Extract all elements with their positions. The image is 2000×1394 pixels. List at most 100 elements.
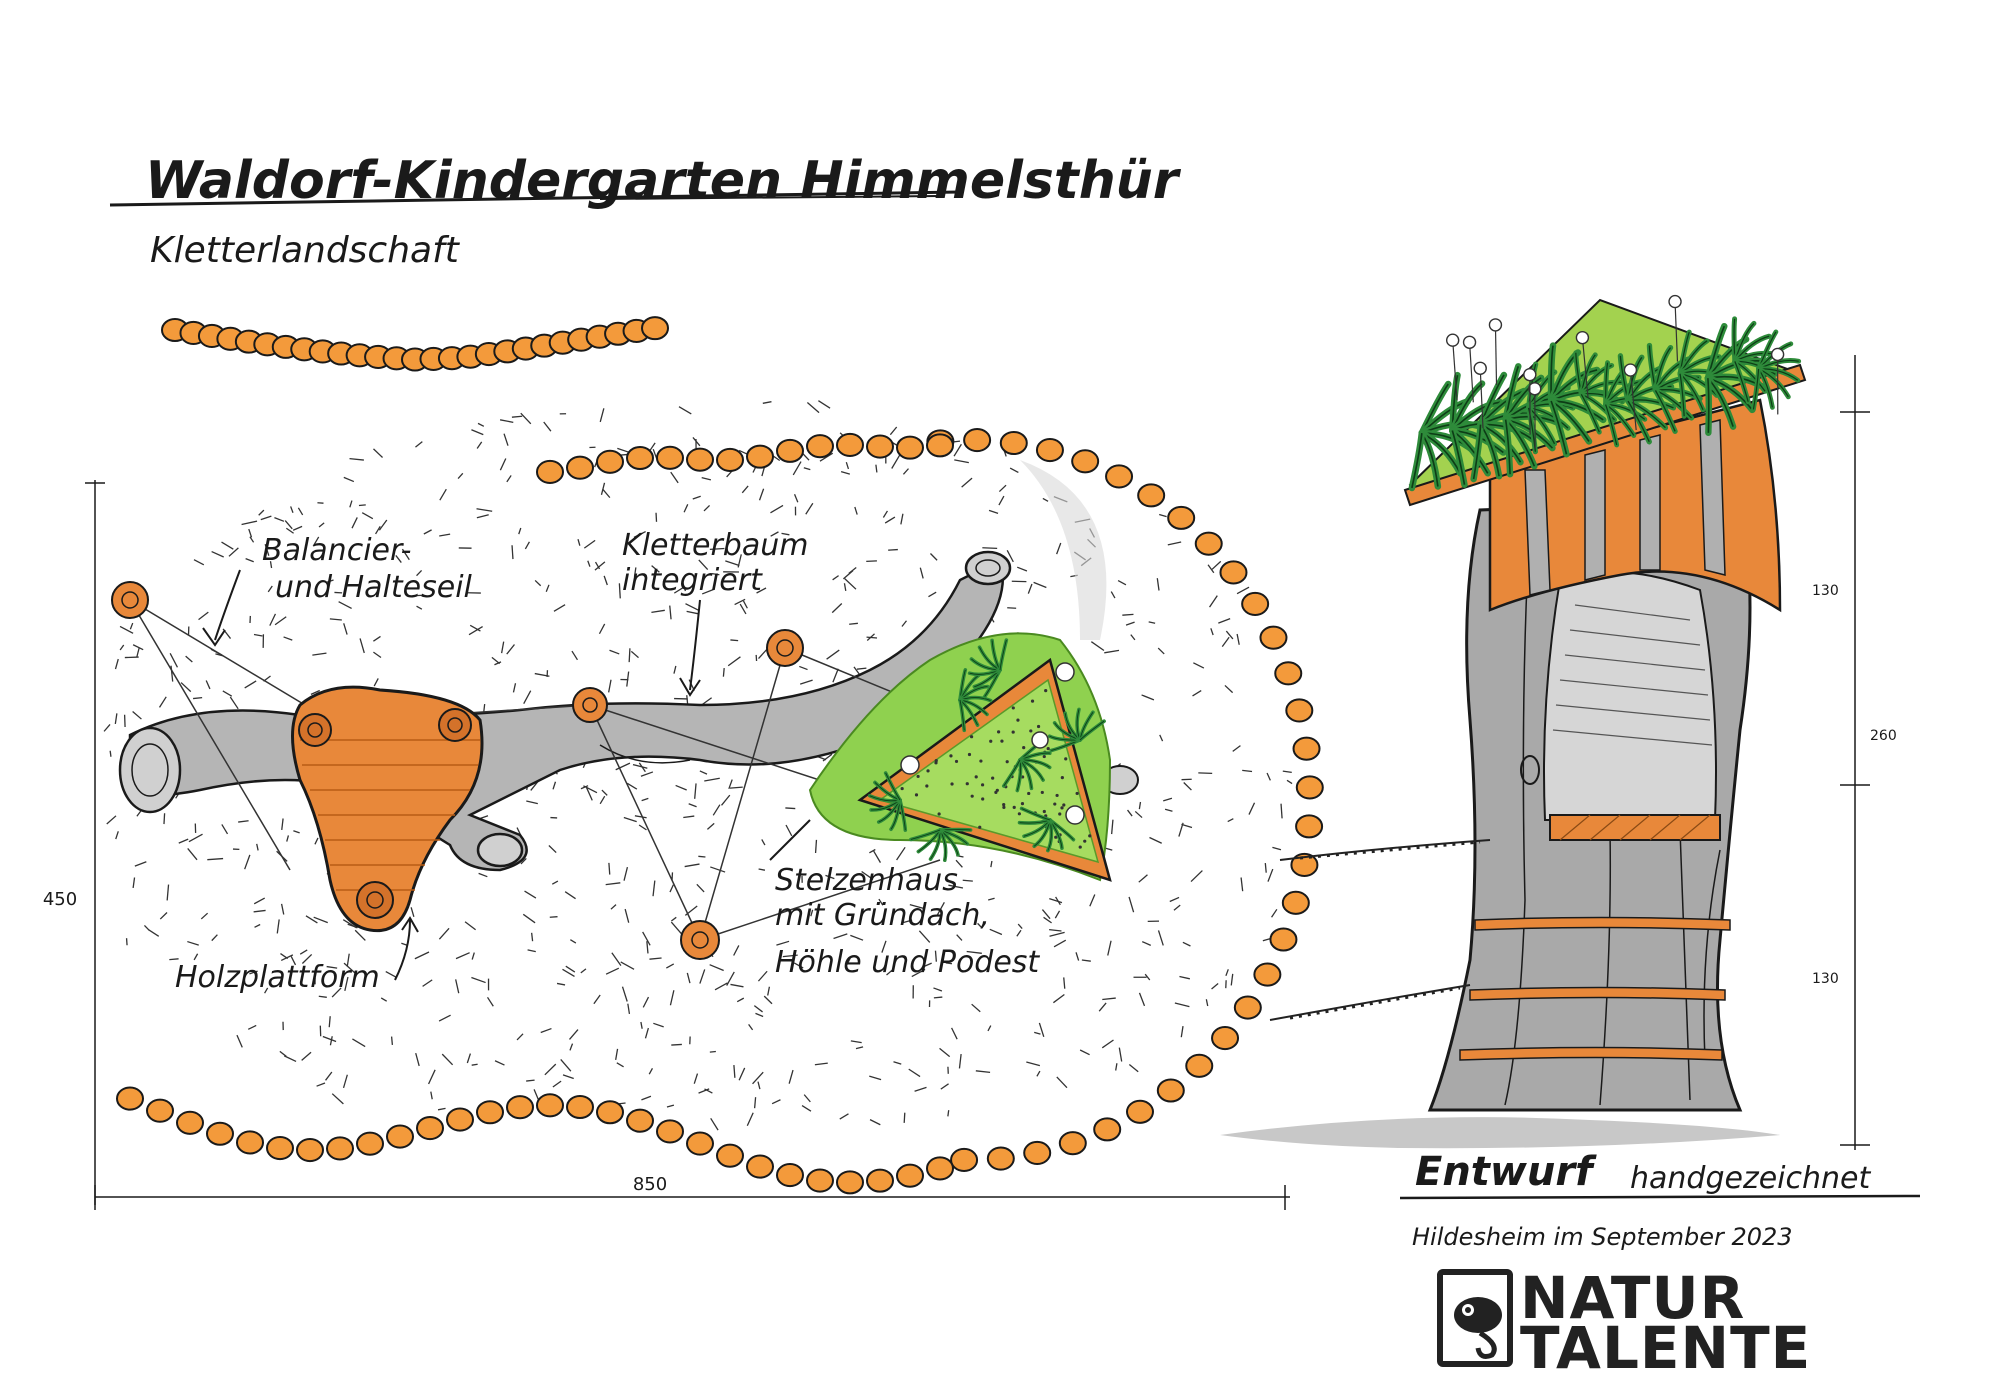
log-bead xyxy=(806,434,834,459)
title-underline xyxy=(109,190,961,207)
anchor-post xyxy=(572,687,608,723)
log-bead xyxy=(116,1086,144,1111)
elevation-upper-dimension: 130 xyxy=(1812,583,1839,599)
title-block: Entwurf handgezeichnet Hildesheim im Sep… xyxy=(1399,1149,1921,1382)
platform-label: Holzplattform xyxy=(175,960,380,995)
log-bead xyxy=(926,433,954,458)
width-dimension: 850 xyxy=(633,1174,667,1195)
anchor-post xyxy=(766,629,804,667)
log-bead xyxy=(566,1094,594,1120)
log-bead xyxy=(626,445,654,471)
log-bead xyxy=(986,1146,1015,1171)
rope-label-line2: und Halteseil xyxy=(275,570,473,605)
place-date: Hildesheim im September 2023 xyxy=(1412,1223,1793,1251)
log-bead xyxy=(836,432,864,458)
log-bead xyxy=(476,1100,504,1125)
log-bead xyxy=(926,1156,954,1181)
anchor-post xyxy=(111,581,149,619)
log-bead xyxy=(1023,1140,1052,1165)
log-bead xyxy=(776,1163,804,1188)
natur-talente-logo: NATUR TALENTE xyxy=(1437,1264,1811,1382)
green-roof xyxy=(1403,294,1807,507)
log-bead xyxy=(386,1124,414,1149)
log-bead xyxy=(1295,814,1324,839)
log-bead xyxy=(656,445,684,470)
log-bead xyxy=(716,1143,744,1168)
log-bead xyxy=(596,1100,624,1125)
log-bead xyxy=(1269,927,1298,952)
log-bead xyxy=(1281,890,1310,915)
log-bead xyxy=(506,1095,534,1120)
log-bead xyxy=(1253,962,1282,987)
stilt-house-label-line1: Stelzenhaus xyxy=(775,863,958,898)
elevation-total-dimension: 260 xyxy=(1870,728,1897,744)
log-bead xyxy=(356,1131,384,1156)
log-bead xyxy=(716,447,744,473)
log-bead xyxy=(1211,1026,1240,1051)
log-bead xyxy=(596,449,624,474)
log-bead xyxy=(1058,1131,1087,1156)
log-bead xyxy=(1274,661,1303,686)
log-bead xyxy=(1290,852,1319,878)
log-bead xyxy=(1219,560,1248,585)
log-bead xyxy=(146,1098,174,1123)
log-bead xyxy=(999,430,1028,456)
log-bead xyxy=(866,434,894,459)
elevation-dimensions xyxy=(1840,355,1870,1150)
log-bead xyxy=(536,459,564,485)
log-bead xyxy=(656,1119,684,1144)
stilt-house-trunk xyxy=(1427,398,1782,1112)
log-bead xyxy=(866,1168,894,1193)
elevation-view: 130 260 130 xyxy=(1220,294,1897,1150)
ground-shadow xyxy=(1220,1117,1780,1149)
log-border-oval xyxy=(116,428,1324,1195)
log-bead xyxy=(1035,438,1064,463)
entwurf-underline xyxy=(1399,1194,1921,1200)
log-bead xyxy=(236,1130,264,1155)
rope-anchors xyxy=(111,581,804,960)
log-bead xyxy=(416,1116,444,1141)
log-bead xyxy=(1137,483,1166,508)
log-bead xyxy=(950,1147,979,1172)
log-bead xyxy=(296,1137,324,1163)
log-bead xyxy=(266,1135,294,1161)
plan-dimensions xyxy=(85,480,1290,1210)
log-bead xyxy=(1185,1053,1214,1078)
log-bead xyxy=(896,435,924,460)
entwurf-label: Entwurf xyxy=(1415,1149,1597,1195)
log-bead xyxy=(896,1163,924,1188)
logo-line-2: TALENTE xyxy=(1520,1314,1811,1382)
title-underline-2 xyxy=(599,195,941,200)
log-bead xyxy=(1295,775,1324,800)
stilt-house-roof xyxy=(808,632,1112,882)
log-bead xyxy=(326,1136,354,1161)
log-bead xyxy=(686,447,714,472)
log-bead xyxy=(1126,1099,1154,1124)
log-bead xyxy=(1285,698,1314,723)
log-bead xyxy=(1292,736,1321,761)
anchor-post xyxy=(680,920,720,960)
log-bead xyxy=(1241,591,1270,616)
log-bead xyxy=(836,1170,864,1195)
shade-right xyxy=(1020,460,1107,640)
height-dimension: 450 xyxy=(43,889,77,910)
plan-labels: Balancier- und Halteseil Kletterbaum int… xyxy=(175,528,1040,995)
elevation-lower-dimension: 130 xyxy=(1812,971,1839,987)
log-bead xyxy=(536,1093,564,1118)
log-bead xyxy=(963,428,992,453)
log-bead xyxy=(446,1107,474,1132)
log-bead xyxy=(1259,625,1288,650)
log-bead xyxy=(1093,1117,1122,1142)
log-bead xyxy=(626,1108,654,1133)
log-bead xyxy=(1167,505,1196,530)
log-bead xyxy=(1105,464,1134,489)
log-bead xyxy=(1156,1078,1185,1103)
log-bead xyxy=(176,1110,204,1135)
side-ropes xyxy=(1269,839,1491,1021)
header: Waldorf-Kindergarten Himmelsthür Kletter… xyxy=(109,151,1182,271)
tree-label-line2: integriert xyxy=(622,563,763,598)
stilt-house-label-line2: mit Gründach, xyxy=(775,898,990,933)
tree-label-line1: Kletterbaum xyxy=(622,528,808,563)
page-subtitle: Kletterlandschaft xyxy=(150,230,461,271)
